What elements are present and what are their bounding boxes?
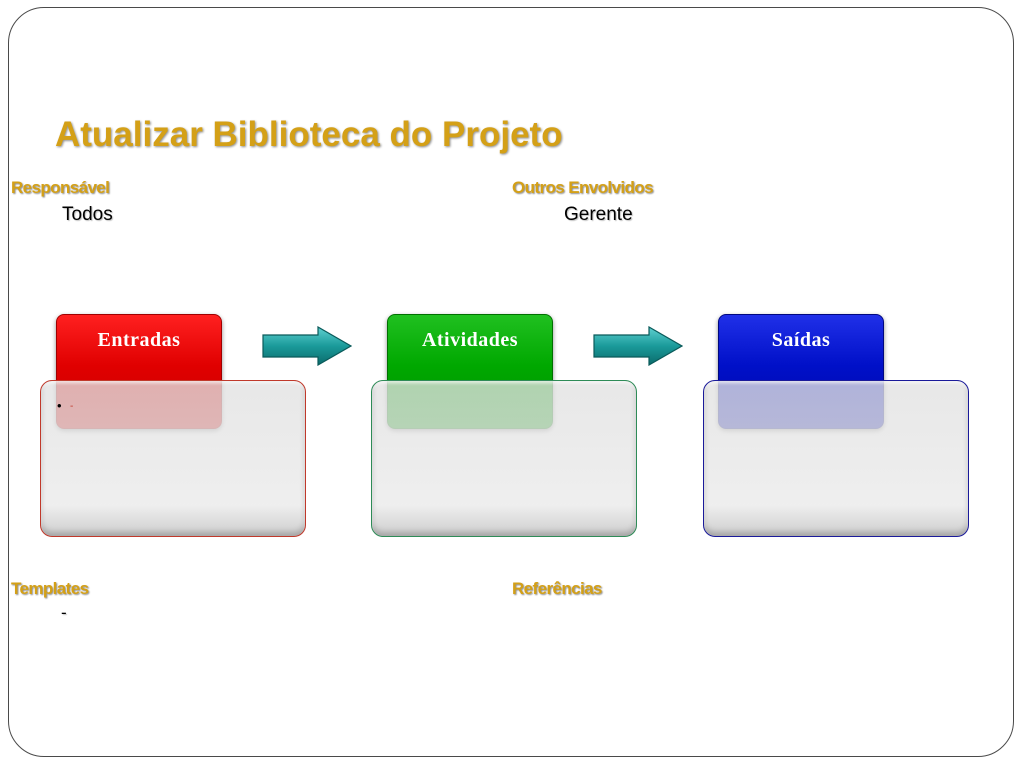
atividades-label: Atividades [421, 329, 519, 351]
templates-value: - [61, 603, 67, 622]
slide-title: Atualizar Biblioteca do Projeto [55, 115, 563, 154]
responsavel-value: Todos [62, 204, 113, 225]
outros-envolvidos-value: Gerente [564, 204, 633, 225]
templates-label: Templates [11, 579, 89, 598]
entradas-panel: • - [40, 380, 306, 537]
arrow-right-icon [262, 326, 352, 366]
referencias-label: Referências [512, 579, 602, 598]
saidas-panel [703, 380, 969, 537]
entradas-bullet-icon: • [57, 398, 62, 413]
outros-envolvidos-label: Outros Envolvidos [512, 178, 654, 197]
atividades-panel [371, 380, 637, 537]
entradas-label: Entradas [97, 329, 181, 351]
responsavel-label: Responsável [11, 178, 110, 197]
saidas-label: Saídas [771, 329, 831, 351]
entradas-item: - [70, 401, 74, 412]
arrow-right-icon-2 [593, 326, 683, 366]
